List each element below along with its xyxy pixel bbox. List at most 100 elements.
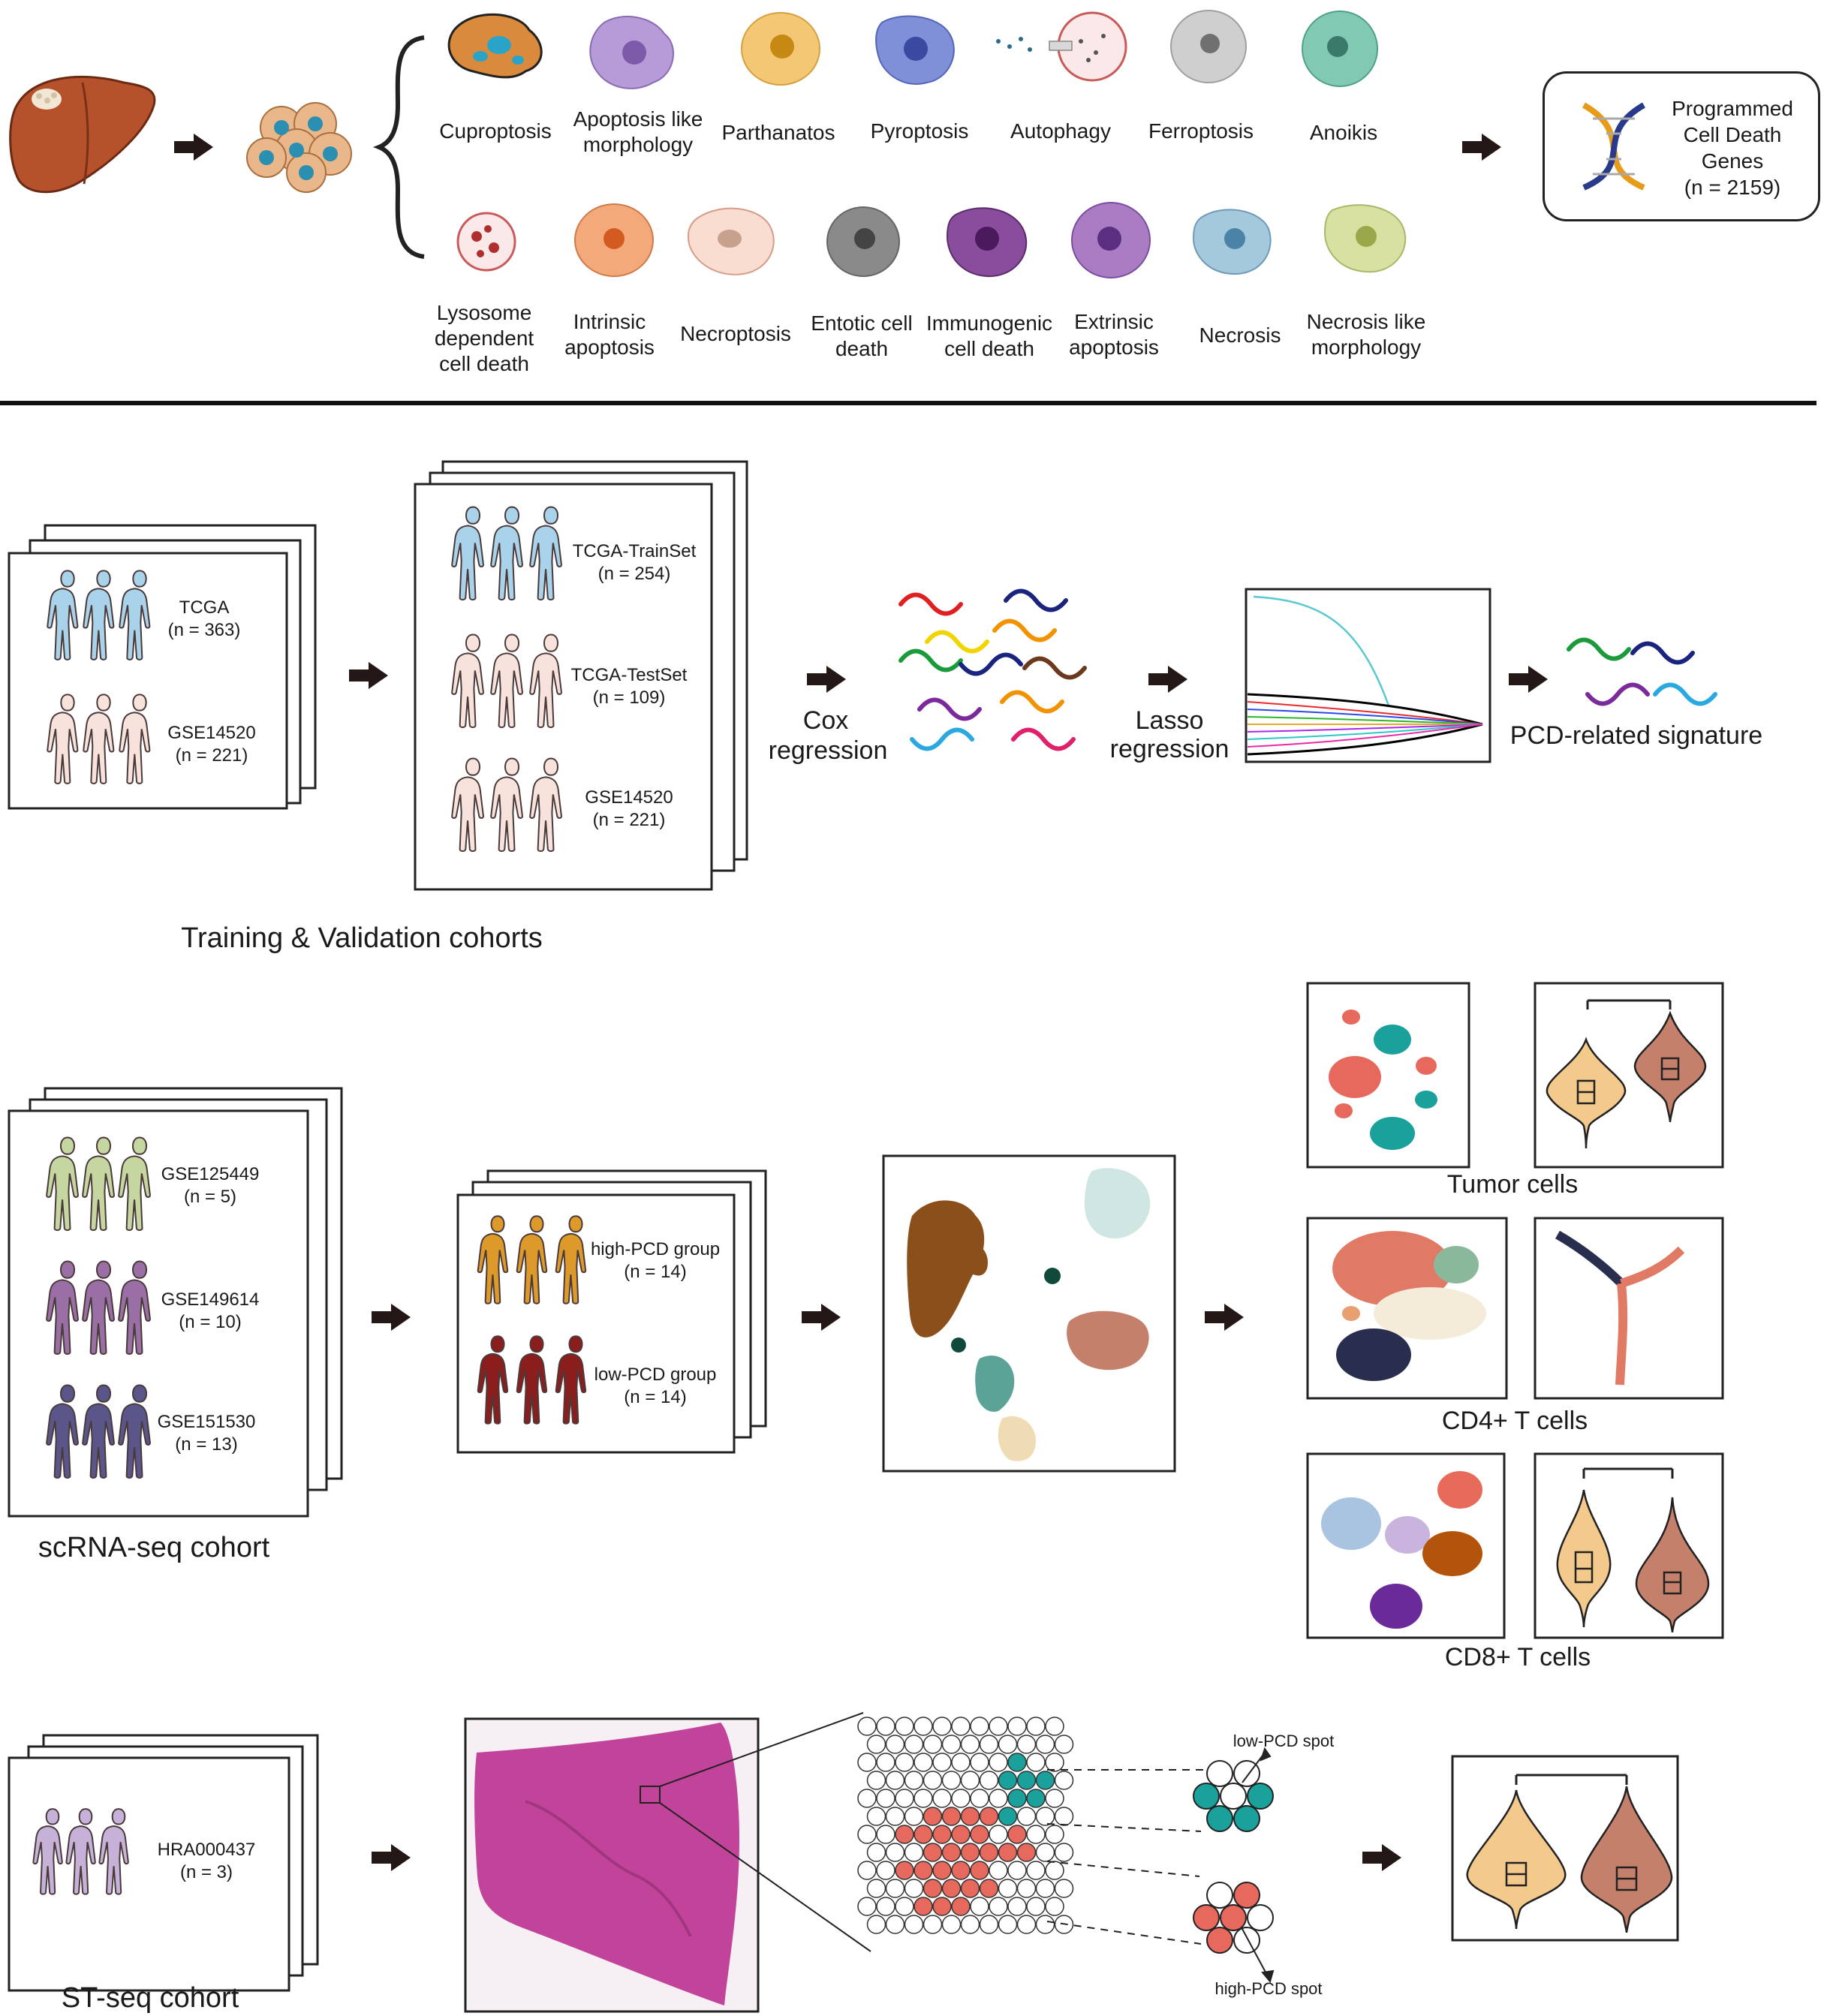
st-spot	[923, 1915, 943, 1934]
st-spot	[1007, 1717, 1027, 1736]
gene-waves-icon	[898, 588, 1087, 751]
st-spot	[1026, 1825, 1046, 1844]
st-spot	[914, 1789, 933, 1808]
st-spot	[876, 1717, 895, 1736]
arrow-icon	[349, 662, 388, 689]
patient-figure-icon	[516, 1335, 548, 1425]
st-spot	[857, 1789, 877, 1808]
st-spot	[857, 1861, 877, 1880]
cohort-name: TCGA	[179, 597, 230, 618]
st-spot	[876, 1861, 895, 1880]
group-n: (n = 14)	[624, 1387, 687, 1407]
st-spot	[885, 1843, 905, 1862]
patient-figure-icon	[46, 1260, 79, 1355]
arrow-icon	[802, 1304, 841, 1331]
st-spot	[960, 1735, 980, 1754]
cell-death-label: Necroptosis	[680, 322, 791, 345]
immunogenic-cell-icon	[946, 207, 1028, 278]
initial-cohort-stack	[8, 524, 317, 810]
patient-figure-icon	[82, 1136, 115, 1231]
st-spot	[1026, 1897, 1046, 1916]
cohort-n: (n = 363)	[167, 620, 241, 640]
panel-caption: Tumor cells	[1446, 1170, 1579, 1199]
cell-death-label: Parthanatos	[721, 121, 835, 144]
panel-caption: CD4+ T cells	[1441, 1407, 1588, 1435]
cohort-n: (n = 13)	[175, 1434, 238, 1455]
patient-figure-icon	[118, 1136, 151, 1231]
st-spot	[904, 1843, 924, 1862]
pcd-genes-line: (n = 2159)	[1684, 176, 1781, 199]
signature-label: PCD-related signature	[1509, 721, 1763, 750]
st-spot	[989, 1789, 1008, 1808]
cell-death-label: Necrosis	[1199, 323, 1281, 347]
section-title: Training & Validation cohorts	[181, 922, 543, 954]
st-spot	[866, 1879, 886, 1898]
patient-figure-icon	[451, 757, 484, 852]
patient-figure-icon	[118, 1384, 151, 1479]
group-name: high-PCD group	[590, 1239, 721, 1259]
st-spot	[989, 1897, 1008, 1916]
spot-label: high-PCD spot	[1214, 1979, 1323, 1998]
necrosis-like-cell-icon	[1323, 204, 1407, 273]
st-spot	[1045, 1825, 1064, 1844]
st-spot	[923, 1807, 943, 1826]
lasso-label: Lasso	[1135, 706, 1204, 735]
st-spot	[876, 1753, 895, 1772]
st-spot	[1016, 1879, 1037, 1898]
st-spot	[1054, 1735, 1074, 1754]
st-spot	[1054, 1879, 1074, 1898]
st-spot	[914, 1717, 933, 1736]
st-spot	[885, 1915, 905, 1934]
st-spot	[1045, 1717, 1064, 1736]
st-spot	[876, 1789, 895, 1808]
arrow-icon	[1509, 666, 1548, 693]
st-spot	[857, 1717, 877, 1736]
cell-death-label: Apoptosis like morphology	[573, 107, 703, 156]
cohort-n: (n = 5)	[183, 1187, 237, 1207]
st-spot	[960, 1771, 980, 1790]
st-spot	[885, 1807, 905, 1826]
st-spot	[895, 1897, 914, 1916]
st-spot	[998, 1915, 1018, 1934]
st-spot	[895, 1753, 914, 1772]
cohort-name: GSE14520	[585, 787, 673, 808]
st-spot	[951, 1897, 971, 1916]
st-spot	[895, 1789, 914, 1808]
ferroptosis-cell-icon	[1170, 10, 1247, 83]
st-spot	[866, 1771, 886, 1790]
st-spot	[970, 1861, 989, 1880]
st-spot	[932, 1825, 952, 1844]
cell-death-label: Extrinsic apoptosis	[1069, 310, 1159, 359]
patient-figure-icon	[65, 1808, 96, 1895]
pcd-group-stack	[456, 1169, 767, 1454]
st-spot	[970, 1789, 989, 1808]
st-spot	[1007, 1753, 1027, 1772]
patient-figure-icon	[47, 570, 79, 660]
st-spot-grid	[857, 1717, 1074, 1934]
st-spot	[923, 1771, 943, 1790]
autophagy-cell-icon	[996, 11, 1127, 82]
st-spot	[1035, 1771, 1055, 1790]
st-spot	[970, 1825, 989, 1844]
st-spot	[979, 1879, 999, 1898]
st-spot	[857, 1825, 877, 1844]
st-spot	[970, 1753, 989, 1772]
arrow-icon	[1362, 1844, 1401, 1871]
intrinsic-apoptosis-cell-icon	[574, 203, 654, 277]
st-spot	[979, 1843, 999, 1862]
arrow-icon	[1462, 134, 1501, 161]
st-spot	[1007, 1825, 1027, 1844]
cell-death-label: Intrinsic apoptosis	[564, 310, 655, 359]
necrosis-cell-icon	[1192, 209, 1272, 275]
st-spot	[895, 1825, 914, 1844]
st-spot	[941, 1843, 962, 1862]
cell-death-label: Cuproptosis	[439, 119, 552, 143]
arrow-icon	[1205, 1304, 1244, 1331]
st-spot	[923, 1735, 943, 1754]
st-spot	[932, 1897, 952, 1916]
st-spot	[970, 1717, 989, 1736]
patient-figure-icon	[516, 1215, 548, 1304]
cohort-n: (n = 109)	[592, 688, 666, 708]
st-spot	[998, 1843, 1018, 1862]
